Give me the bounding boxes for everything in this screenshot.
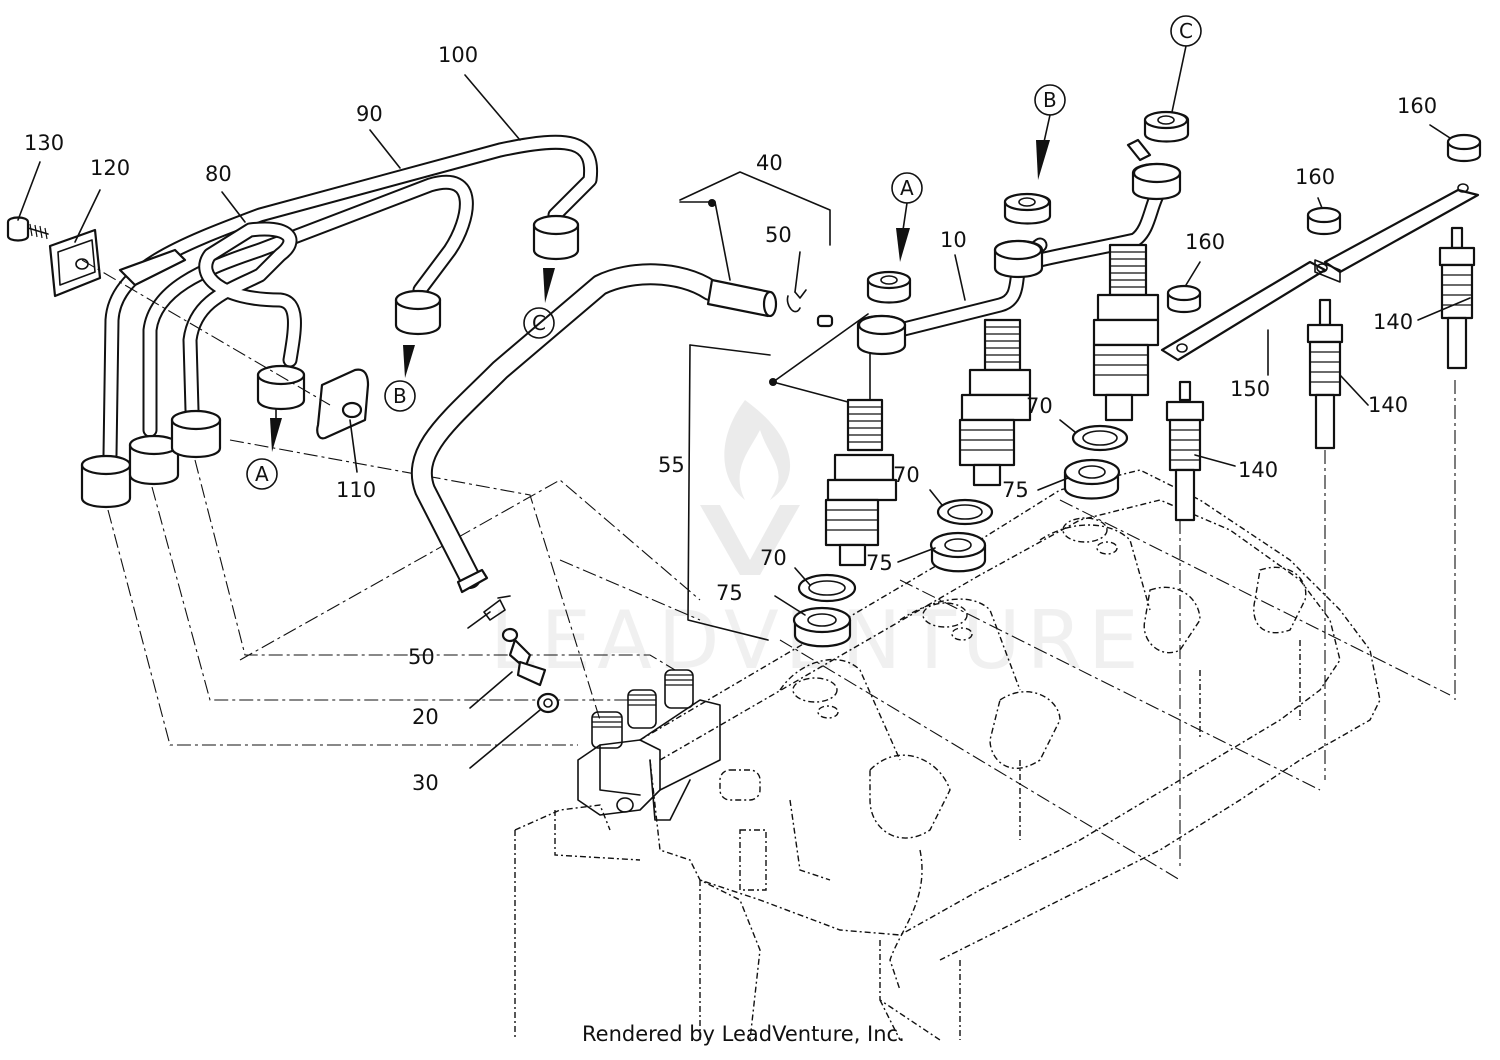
callout-30: 30 (412, 771, 439, 795)
injector-nuts (866, 110, 1190, 304)
callout-75-c: 75 (1002, 478, 1029, 502)
footer-credit: Rendered by LeadVenture, Inc. (582, 1022, 905, 1046)
marker-letter-b-lower: B (393, 384, 407, 408)
alignment-lines (81, 259, 1456, 881)
injection-pump-outlets (577, 669, 721, 821)
marker-letter-c-lower: C (532, 311, 546, 335)
callout-90: 90 (356, 102, 383, 126)
marker-letters: A B C A B C (255, 19, 1193, 486)
callout-10: 10 (940, 228, 967, 252)
marker-letter-b-upper: B (1043, 88, 1057, 112)
glow-plugs (1165, 226, 1476, 522)
glow-plug-nuts-160 (1166, 133, 1482, 314)
injector-1 (824, 398, 898, 567)
cylinder-head-outline (514, 469, 1381, 1041)
leader-dot (708, 199, 716, 207)
washers (792, 424, 1129, 648)
callout-160-a: 160 (1295, 165, 1335, 189)
injector-pipe-10 (856, 138, 1182, 355)
callout-80: 80 (205, 162, 232, 186)
callout-110: 110 (336, 478, 376, 502)
reference-markers (246, 15, 1202, 490)
clamp-bolt-130 (6, 216, 49, 242)
callout-75-b: 75 (866, 551, 893, 575)
callout-75-a: 75 (716, 581, 743, 605)
callout-150: 150 (1230, 377, 1270, 401)
callout-140-b: 140 (1368, 393, 1408, 417)
callout-100: 100 (438, 43, 478, 67)
callout-70-b: 70 (893, 463, 920, 487)
callout-40: 40 (756, 151, 783, 175)
marker-letter-c-upper: C (1179, 19, 1193, 43)
marker-letter-a-upper: A (900, 176, 914, 200)
callout-labels: 130 120 80 90 100 110 40 50 50 10 55 20 … (24, 43, 1437, 795)
callout-20: 20 (412, 705, 439, 729)
pipe-fitting-nuts (80, 214, 580, 508)
callout-50-upper: 50 (765, 223, 792, 247)
pipe-clamp-110 (316, 368, 370, 440)
callout-50-lower: 50 (408, 645, 435, 669)
callout-55: 55 (658, 453, 685, 477)
leader-lines (17, 74, 1471, 769)
pipe-clamp-120 (48, 228, 102, 298)
callout-140-c: 140 (1373, 310, 1413, 334)
marker-letter-a-lower: A (255, 462, 269, 486)
callout-70-c: 70 (1026, 394, 1053, 418)
injector-3 (1092, 243, 1160, 422)
callout-160-c: 160 (1397, 94, 1437, 118)
injector-2 (958, 318, 1032, 487)
callout-120: 120 (90, 156, 130, 180)
callout-70-a: 70 (760, 546, 787, 570)
callout-160-b: 160 (1185, 230, 1225, 254)
leader-dot (769, 378, 777, 386)
callout-130: 130 (24, 131, 64, 155)
injection-pipe-assembly (80, 134, 599, 508)
bus-bar-150 (1160, 183, 1480, 362)
banjo-fitting-20 (501, 627, 547, 687)
leak-off-hose (410, 263, 834, 714)
callout-140-a: 140 (1238, 458, 1278, 482)
